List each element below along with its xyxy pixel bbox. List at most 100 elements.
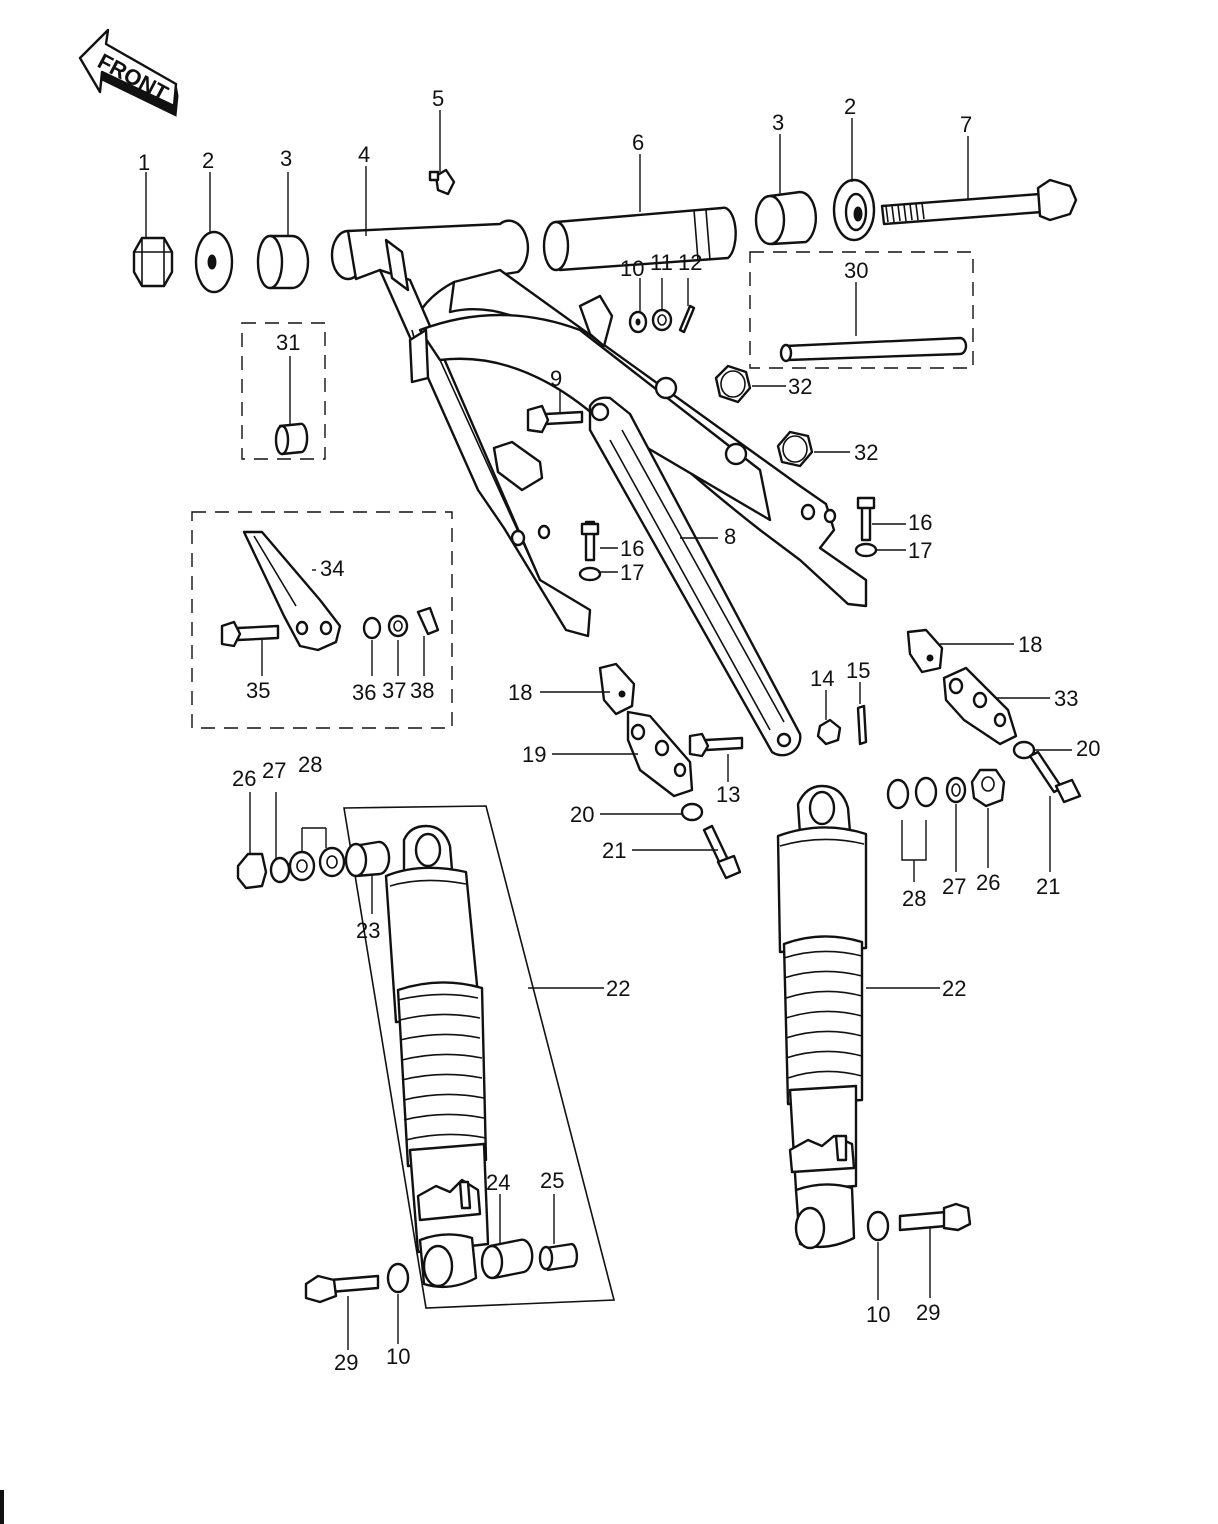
callout-35: 35 xyxy=(246,678,270,703)
bushing-31 xyxy=(274,422,309,456)
callout-34: 34 xyxy=(320,556,344,581)
edge-mark xyxy=(0,1490,4,1524)
cap-nut-26-left xyxy=(236,852,268,890)
washer-36 xyxy=(362,616,382,640)
bolt-16-center xyxy=(580,520,600,562)
callout-30: 30 xyxy=(844,258,868,283)
callout-29: 29 xyxy=(334,1350,358,1375)
shock-absorber-22-right xyxy=(776,784,868,1250)
pivot-washer-2-left xyxy=(194,230,234,294)
callout-31: 31 xyxy=(276,330,300,355)
washer-10-right xyxy=(866,1210,890,1242)
callout-17: 17 xyxy=(908,538,932,563)
callout-20: 20 xyxy=(1076,736,1100,761)
callout-labels: 1 2 3 4 5 6 3 2 7 10 11 12 30 31 32 9 32… xyxy=(138,86,1100,1375)
bushing-32-lower xyxy=(776,430,814,468)
pivot-collar-3-left xyxy=(256,234,310,290)
callout-2: 2 xyxy=(202,148,214,173)
callout-28: 28 xyxy=(902,886,926,911)
group-box-34 xyxy=(191,511,453,729)
washer-28-right-a xyxy=(886,778,910,810)
callout-3: 3 xyxy=(280,146,292,171)
washer-17-right xyxy=(854,542,878,558)
bolt-16-right xyxy=(856,496,876,542)
pivot-washer-2-right xyxy=(832,178,876,242)
washer-10-upper xyxy=(628,310,648,334)
shock-absorber-22-left xyxy=(384,824,490,1289)
collar-24 xyxy=(480,1238,534,1280)
callout-33: 33 xyxy=(1054,686,1078,711)
callout-4: 4 xyxy=(358,142,370,167)
group-box-22-left-shock xyxy=(343,805,616,1309)
bolt-13 xyxy=(688,732,744,758)
swing-arm-4 xyxy=(330,219,868,638)
washer-10-left xyxy=(386,1262,410,1294)
torque-link-8 xyxy=(588,396,802,757)
callout-27: 27 xyxy=(942,874,966,899)
washer-28-left-b xyxy=(318,846,346,878)
nut-20-center xyxy=(680,802,704,822)
bolt-29-left xyxy=(304,1274,380,1304)
callout-7: 7 xyxy=(960,112,972,137)
bolt-21-center xyxy=(702,824,742,880)
bolt-35 xyxy=(220,620,280,648)
front-direction-arrow: FRONT xyxy=(78,28,179,117)
callout-26: 26 xyxy=(232,766,256,791)
nut-37 xyxy=(387,614,409,638)
callout-18: 18 xyxy=(1018,632,1042,657)
cotter-pin-15 xyxy=(856,704,868,746)
bolt-9 xyxy=(526,404,584,434)
callout-17: 17 xyxy=(620,560,644,585)
callout-26: 26 xyxy=(976,870,1000,895)
callout-37: 37 xyxy=(382,678,406,703)
bracket-18-left xyxy=(598,662,636,716)
callout-22: 22 xyxy=(606,976,630,1001)
bushing-32-upper xyxy=(714,364,752,404)
callout-8: 8 xyxy=(724,524,736,549)
callout-29: 29 xyxy=(916,1300,940,1325)
pivot-bolt-7 xyxy=(880,178,1078,226)
callout-10: 10 xyxy=(386,1344,410,1369)
pivot-collar-3-right xyxy=(754,190,818,246)
callout-27: 27 xyxy=(262,758,286,783)
bolt-29-right xyxy=(898,1202,972,1232)
callout-36: 36 xyxy=(352,680,376,705)
washer-27-left xyxy=(269,856,291,884)
grease-nipple-5 xyxy=(428,168,456,196)
brake-plate-33 xyxy=(942,666,1018,746)
cap-nut-26-right xyxy=(970,768,1006,808)
callout-16: 16 xyxy=(908,510,932,535)
pivot-nut-1 xyxy=(132,236,174,288)
callout-23: 23 xyxy=(356,918,380,943)
group-box-31 xyxy=(241,322,326,460)
link-end-34 xyxy=(242,530,342,652)
callout-15: 15 xyxy=(846,658,870,683)
sleeve-25 xyxy=(538,1242,579,1272)
callout-3: 3 xyxy=(772,110,784,135)
washer-28-right-b xyxy=(914,776,938,808)
callout-9: 9 xyxy=(550,366,562,391)
callout-12: 12 xyxy=(678,250,702,275)
callout-24: 24 xyxy=(486,1170,510,1195)
callout-18: 18 xyxy=(508,680,532,705)
nut-14 xyxy=(816,718,842,746)
bracket-18-right xyxy=(906,628,944,674)
washer-28-left-a xyxy=(288,850,316,882)
callout-11: 11 xyxy=(650,250,673,275)
callout-20: 20 xyxy=(570,802,594,827)
pivot-sleeve-6 xyxy=(542,206,737,272)
callout-38: 38 xyxy=(410,678,434,703)
callout-32: 32 xyxy=(854,440,878,465)
callout-6: 6 xyxy=(632,130,644,155)
callout-21: 21 xyxy=(602,838,626,863)
callout-2: 2 xyxy=(844,94,856,119)
callout-22: 22 xyxy=(942,976,966,1001)
group-box-30 xyxy=(749,251,974,369)
callout-1: 1 xyxy=(138,150,150,175)
callout-5: 5 xyxy=(432,86,444,111)
washer-17-center xyxy=(578,566,602,582)
callout-21: 21 xyxy=(1036,874,1060,899)
cotter-pin-38 xyxy=(416,606,440,636)
callout-10: 10 xyxy=(620,256,644,281)
